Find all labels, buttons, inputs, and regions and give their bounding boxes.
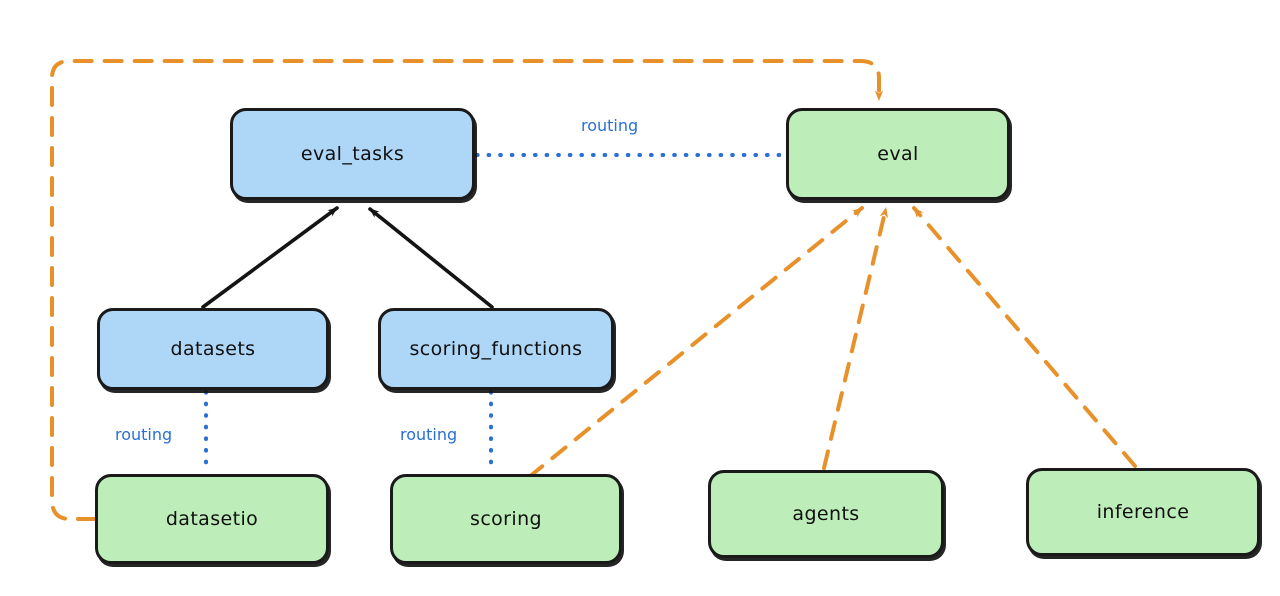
node-label-agents: agents <box>792 503 860 525</box>
edge-scoring-functions-eval-tasks <box>368 207 494 309</box>
edge-inference-eval <box>912 206 1137 468</box>
node-label-scoring: scoring <box>470 508 542 530</box>
node-datasets[interactable]: datasets <box>97 308 329 390</box>
edge-label-routing-scoring: routing <box>397 425 461 444</box>
edge-label-routing-eval: routing <box>578 116 642 135</box>
node-eval-tasks[interactable]: eval_tasks <box>230 108 475 200</box>
node-scoring[interactable]: scoring <box>390 474 622 564</box>
node-label-inference: inference <box>1096 501 1190 523</box>
node-agents[interactable]: agents <box>708 470 944 558</box>
edge-label-routing-datasets: routing <box>112 425 176 444</box>
node-label-eval: eval <box>877 143 919 165</box>
node-inference[interactable]: inference <box>1026 468 1260 556</box>
edge-agents-eval <box>822 206 888 470</box>
node-eval[interactable]: eval <box>786 108 1010 200</box>
node-scoring-functions[interactable]: scoring_functions <box>378 308 614 390</box>
node-label-eval-tasks: eval_tasks <box>300 143 405 165</box>
node-label-scoring-functions: scoring_functions <box>409 338 583 360</box>
node-datasetio[interactable]: datasetio <box>95 474 329 564</box>
node-label-datasets: datasets <box>170 338 256 360</box>
edge-datasets-eval-tasks <box>201 206 339 309</box>
node-label-datasetio: datasetio <box>165 508 259 530</box>
